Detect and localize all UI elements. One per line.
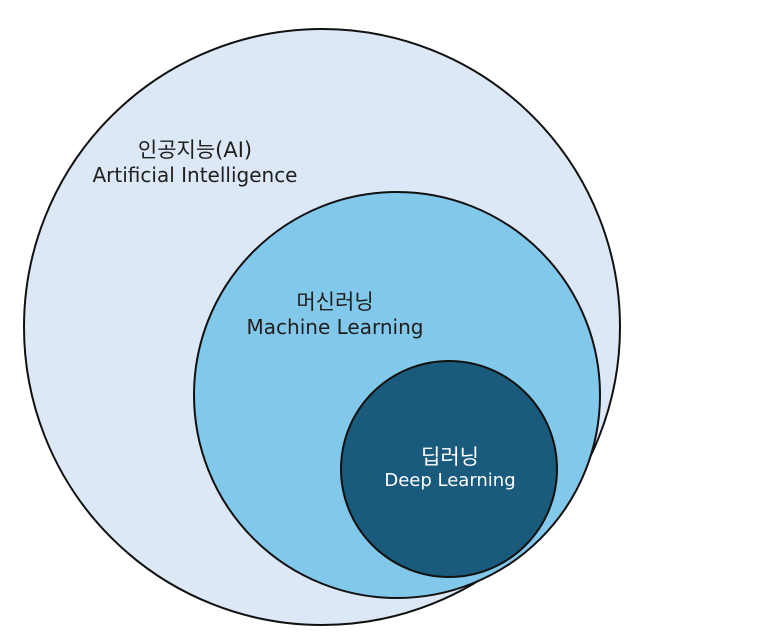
deep-learning-title-korean: 딥러닝: [421, 445, 479, 469]
machine-learning-title-korean: 머신러닝: [296, 290, 374, 314]
ai-title-korean: 인공지능(AI): [137, 138, 253, 162]
deep-learning-circle: [340, 360, 558, 578]
machine-learning-title-english: Machine Learning: [246, 315, 424, 340]
deep-learning-title-english: Deep Learning: [384, 470, 516, 492]
ai-label: 인공지능(AI) Artificial Intelligence: [60, 137, 330, 188]
machine-learning-label: 머신러닝 Machine Learning: [200, 289, 470, 340]
deep-learning-label: 딥러닝 Deep Learning: [340, 444, 560, 493]
ai-title-english: Artificial Intelligence: [92, 163, 298, 188]
